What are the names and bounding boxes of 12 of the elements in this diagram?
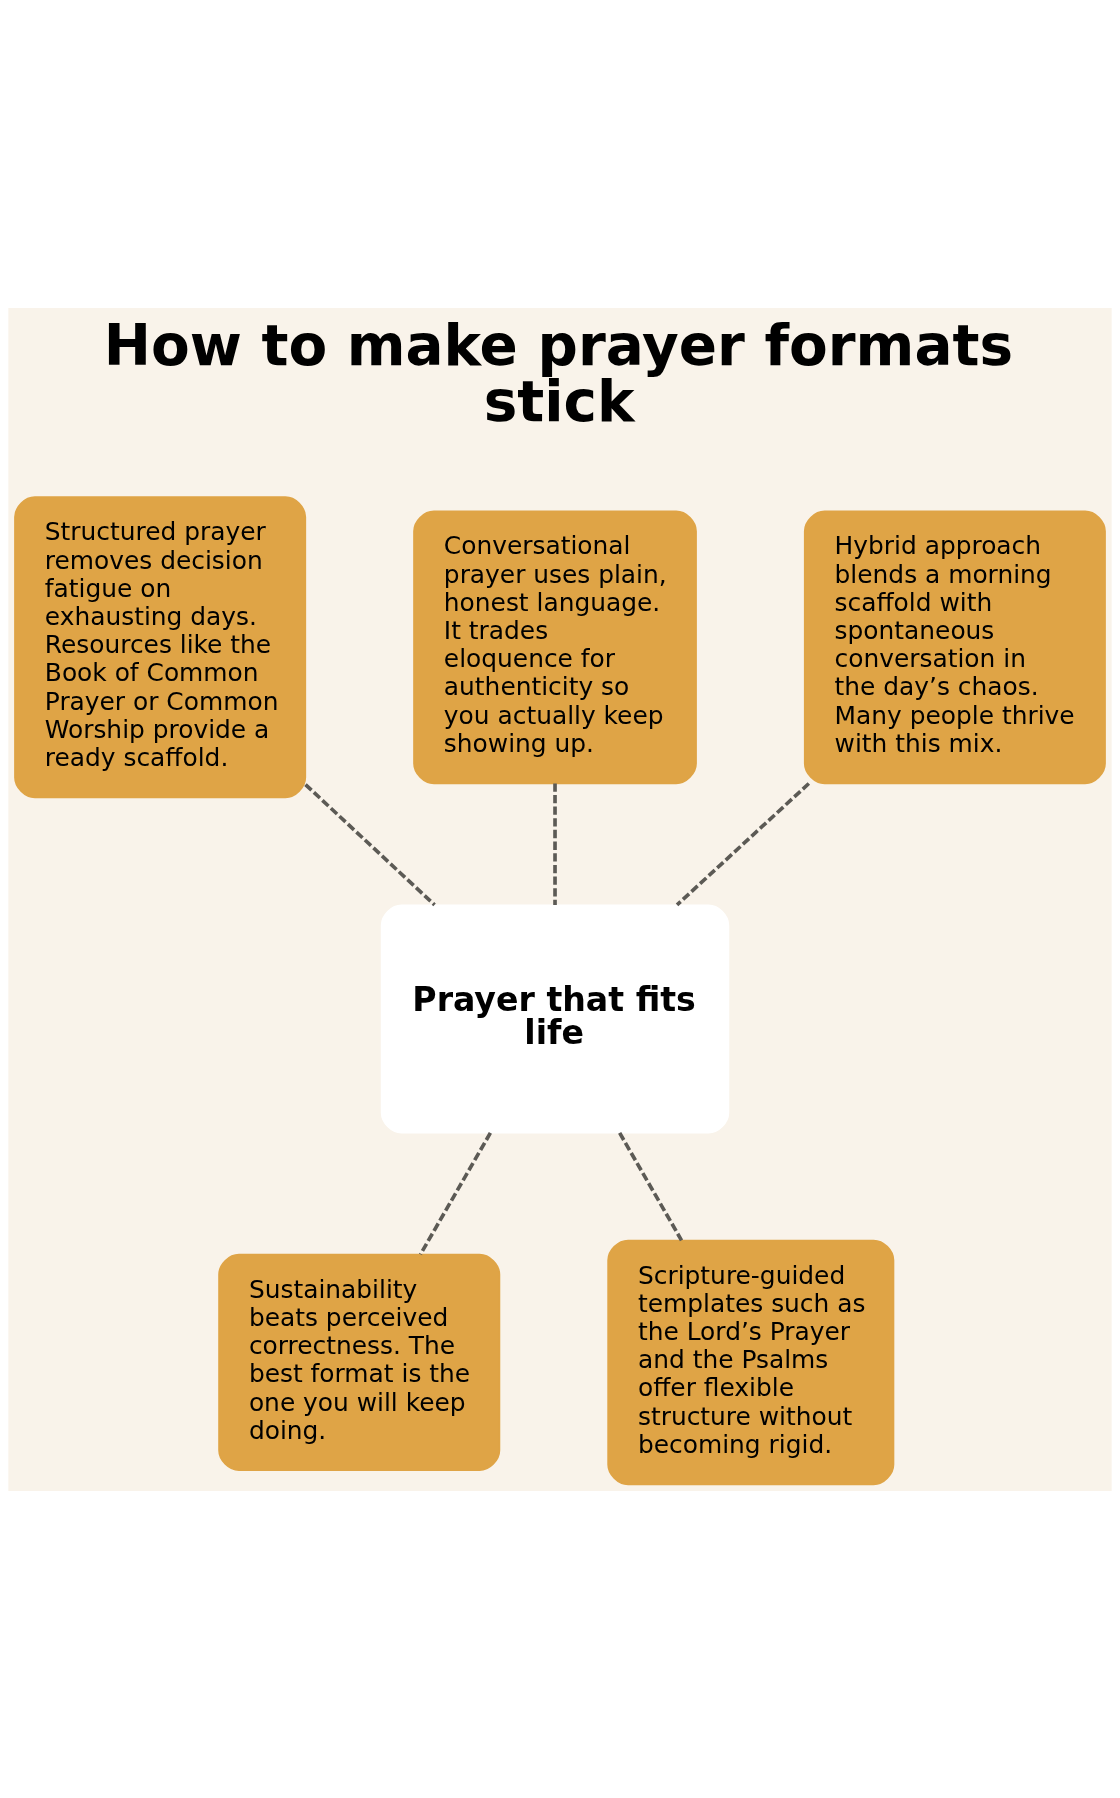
connector	[618, 1131, 684, 1241]
connector	[304, 782, 436, 906]
node-box: Scripture-guided templates such as the Lord’s Prayer and the Psalms offer flexible structure without becoming rigid.	[607, 1239, 895, 1485]
node-box: Sustainability beats perceived correctness. The best format is the one you will keep doing.	[218, 1253, 501, 1471]
connector	[675, 781, 811, 906]
node-box: Conversational prayer uses plain, honest language. It trades eloquence for authenticity so you actually keep showing up.	[413, 509, 697, 784]
node-box: Hybrid approach blends a morning scaffold with spontaneous conversation in the day’s chaos. Many people thrive with this mix.	[803, 509, 1106, 784]
node-box: Structured prayer removes decision fatigue on exhausting days. Resources like the Book of Common Prayer or Common Worship provide a ready scaffold.	[14, 495, 307, 798]
connector	[418, 1131, 492, 1255]
diagram-title: How to make prayer formats stick	[103, 312, 1014, 434]
connector	[553, 783, 557, 905]
node-box: Prayer that fits life	[380, 903, 730, 1133]
